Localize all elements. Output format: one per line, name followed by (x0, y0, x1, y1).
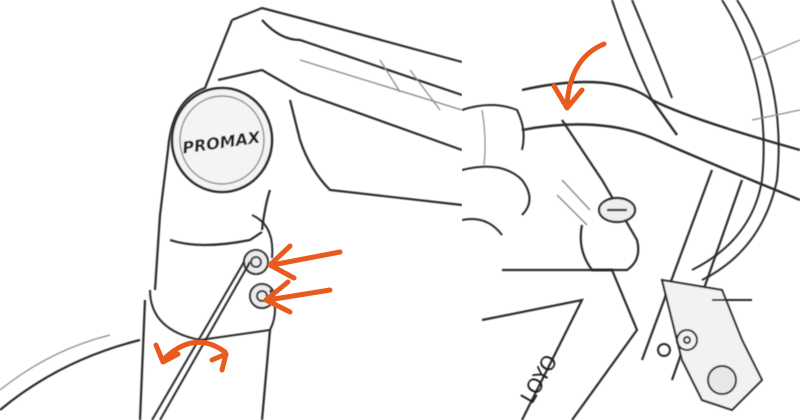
frame-lettering: LOYO (516, 351, 563, 408)
brake-caliper (658, 280, 762, 410)
down-tube: LOYO (482, 270, 637, 420)
stem-photo-panel: PROMAX (0, 0, 462, 420)
rotate-down-arrow-icon (554, 44, 604, 108)
headset-tube (0, 300, 270, 420)
steerer-clamp (150, 215, 275, 340)
stem-headset (557, 120, 638, 270)
arrow-bolt-top-icon (270, 246, 340, 278)
arrow-bolt-bottom-icon (266, 282, 330, 312)
handlebar-photo-panel: LOYO (462, 0, 800, 420)
stem-faceplate: PROMAX (172, 88, 272, 192)
handlebar-sketch: LOYO (462, 0, 800, 420)
stem-sketch: PROMAX (0, 0, 462, 420)
cables (612, 0, 800, 280)
hand (462, 105, 530, 235)
